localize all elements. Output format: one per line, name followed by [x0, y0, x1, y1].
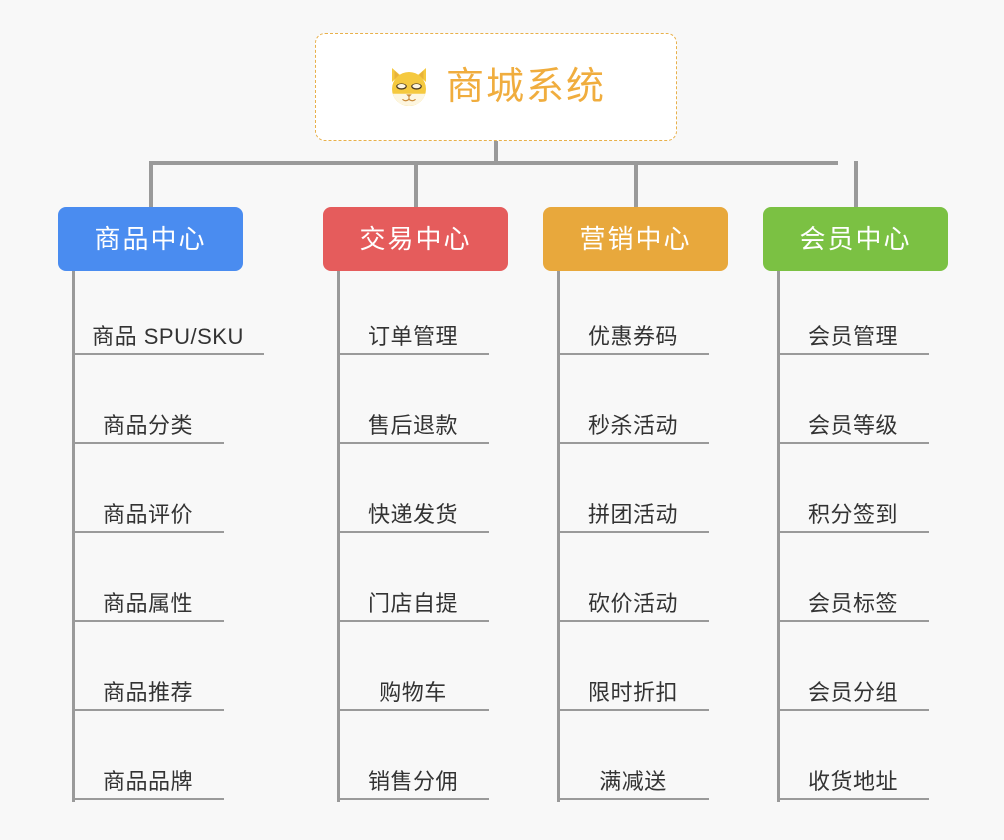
leaf-item[interactable]: 会员等级	[777, 398, 929, 444]
leaf-item-label: 优惠券码	[587, 323, 678, 349]
leaf-item-label: 门店自提	[367, 590, 458, 616]
shiba-dog-face-icon	[391, 68, 426, 106]
leaf-item-label: 秒杀活动	[587, 412, 678, 438]
connector-drop-1	[148, 161, 153, 207]
leaf-item-label: 商品品牌	[102, 768, 193, 794]
category-box-4[interactable]: 会员中心	[763, 207, 948, 271]
column-trunk-2	[337, 271, 340, 802]
leaf-item-label: 满减送	[599, 768, 667, 794]
connector-drop-2	[413, 161, 418, 207]
leaf-item[interactable]: 商品分类	[72, 398, 224, 444]
category-box-2[interactable]: 交易中心	[323, 207, 508, 271]
category-box-1[interactable]: 商品中心	[58, 207, 243, 271]
root-title: 商城系统	[445, 66, 606, 108]
category-label: 商品中心	[94, 224, 207, 254]
leaf-item[interactable]: 快递发货	[337, 487, 489, 533]
leaf-item[interactable]: 商品 SPU/SKU	[72, 309, 264, 355]
leaf-item-label: 商品推荐	[102, 679, 193, 705]
leaf-item[interactable]: 限时折扣	[557, 665, 709, 711]
leaf-item-label: 收货地址	[807, 768, 898, 794]
category-label: 会员中心	[799, 224, 912, 254]
leaf-item-label: 商品评价	[102, 501, 193, 527]
leaf-item-label: 砍价活动	[587, 590, 678, 616]
connector-drop-3	[633, 161, 638, 207]
column-trunk-4	[777, 271, 780, 802]
root-node[interactable]: 商城系统	[315, 33, 677, 141]
leaf-item[interactable]: 商品属性	[72, 576, 224, 622]
connector-root-stem	[494, 141, 498, 163]
leaf-item[interactable]: 会员管理	[777, 309, 929, 355]
leaf-item[interactable]: 秒杀活动	[557, 398, 709, 444]
leaf-item-label: 销售分佣	[367, 768, 458, 794]
category-label: 营销中心	[579, 224, 692, 254]
leaf-item[interactable]: 砍价活动	[557, 576, 709, 622]
leaf-item[interactable]: 收货地址	[777, 754, 929, 800]
connector-drop-4	[853, 161, 858, 207]
connector-horizontal-bus	[150, 161, 838, 165]
leaf-item[interactable]: 会员标签	[777, 576, 929, 622]
leaf-item-label: 商品分类	[102, 412, 193, 438]
leaf-item[interactable]: 商品品牌	[72, 754, 224, 800]
leaf-item-label: 会员管理	[807, 323, 898, 349]
leaf-item[interactable]: 会员分组	[777, 665, 929, 711]
leaf-item[interactable]: 拼团活动	[557, 487, 709, 533]
leaf-item[interactable]: 门店自提	[337, 576, 489, 622]
category-label: 交易中心	[359, 224, 472, 254]
leaf-item[interactable]: 商品推荐	[72, 665, 224, 711]
category-box-3[interactable]: 营销中心	[543, 207, 728, 271]
leaf-item[interactable]: 订单管理	[337, 309, 489, 355]
leaf-item[interactable]: 积分签到	[777, 487, 929, 533]
leaf-item[interactable]: 优惠券码	[557, 309, 709, 355]
leaf-item-label: 会员等级	[807, 412, 898, 438]
leaf-item-label: 商品属性	[102, 590, 193, 616]
column-trunk-3	[557, 271, 560, 802]
leaf-item-label: 限时折扣	[587, 679, 678, 705]
column-trunk-1	[72, 271, 75, 802]
leaf-item-label: 积分签到	[807, 501, 898, 527]
leaf-item[interactable]: 销售分佣	[337, 754, 489, 800]
leaf-item-label: 售后退款	[367, 412, 458, 438]
leaf-item-label: 快递发货	[367, 501, 458, 527]
leaf-item[interactable]: 商品评价	[72, 487, 224, 533]
leaf-item-label: 会员标签	[807, 590, 898, 616]
leaf-item-label: 拼团活动	[587, 501, 678, 527]
leaf-item-label: 订单管理	[367, 323, 458, 349]
leaf-item[interactable]: 满减送	[557, 754, 709, 800]
leaf-item[interactable]: 购物车	[337, 665, 489, 711]
leaf-item[interactable]: 售后退款	[337, 398, 489, 444]
leaf-item-label: 商品 SPU/SKU	[92, 323, 244, 349]
leaf-item-label: 购物车	[379, 679, 447, 705]
leaf-item-label: 会员分组	[807, 679, 898, 705]
